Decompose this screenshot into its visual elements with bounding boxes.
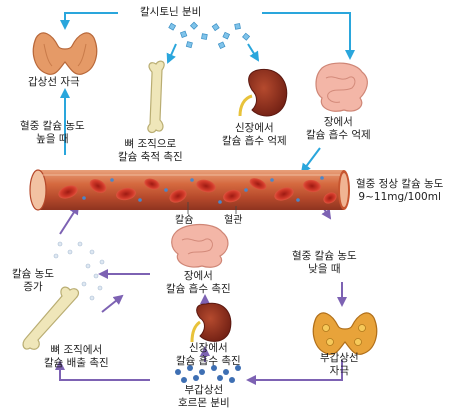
- intestine-icon-bottom: [171, 223, 229, 268]
- intestine-icon-top: [315, 62, 368, 112]
- low-calcium-label-line2: 낮을 때: [308, 263, 341, 275]
- intestine-inhibit-label-line1: 장에서: [323, 116, 353, 128]
- parathyroid-stimulation-label: 부갑상선 자극: [320, 352, 359, 378]
- normal-calcium-label: 혈중 정상 칼슘 농도 9~11mg/100ml: [356, 178, 443, 204]
- blood-vessel-pointer-label: 혈관: [224, 215, 243, 226]
- bone-icon-top: [147, 60, 165, 134]
- normal-calcium-label-line2: 9~11mg/100ml: [358, 191, 441, 203]
- calcium-increase-label: 칼슘 농도 증가: [12, 268, 54, 294]
- intestine-inhibit-label: 장에서 칼슘 흡수 억제: [306, 116, 371, 142]
- kidney-icon-bottom: [190, 302, 232, 343]
- bone-release-label-line1: 뼈 조직에서: [50, 344, 103, 356]
- arrow-bone-to-increase: [101, 294, 124, 313]
- parathyroid-stimulation-label-line1: 부갑상선: [320, 352, 359, 364]
- normal-calcium-label-line1: 혈중 정상 칼슘 농도: [356, 178, 444, 190]
- calcium-ions-in-vessel: [82, 176, 324, 204]
- intestine-inhibit-label-line2: 칼슘 흡수 억제: [306, 129, 371, 141]
- calcium-pointer-label: 칼슘: [175, 215, 194, 226]
- calcitonin-particles: [168, 21, 251, 50]
- blood-cells: [58, 178, 337, 204]
- low-calcium-pathway-arrows: [55, 199, 347, 385]
- calcium-increase-label-line2: 증가: [23, 281, 43, 293]
- bone-release-label: 뼈 조직에서 칼슘 배출 촉진: [44, 344, 109, 370]
- arrow-increase-to-vessel: [59, 204, 80, 235]
- pth-secretion-label-line1: 부갑상선: [184, 384, 224, 396]
- bone-storage-label-line1: 뼈 조직으로: [124, 138, 177, 150]
- intestine-promote-label-line2: 칼슘 흡수 촉진: [166, 283, 231, 295]
- bone-storage-label: 뼈 조직으로 칼슘 축적 촉진: [118, 138, 183, 164]
- high-calcium-pathway-arrows: [60, 12, 355, 174]
- high-calcium-label-line2: 높을 때: [36, 133, 69, 145]
- parathyroid-hormone-particles: [175, 365, 241, 383]
- arrow-pth-to-bone: [55, 360, 150, 381]
- pth-secretion-label: 부갑상선 호르몬 분비: [178, 384, 230, 410]
- low-calcium-label-line1: 혈중 칼슘 농도: [292, 250, 357, 262]
- arrow-to-bone: [166, 43, 177, 64]
- kidney-inhibit-label-line1: 신장에서: [235, 122, 274, 134]
- arrow-to-thyroid: [60, 12, 118, 30]
- bone-release-label-line2: 칼슘 배출 촉진: [44, 357, 109, 369]
- bone-icon-bottom: [22, 286, 80, 350]
- calcitonin-secretion-label: 칼시토닌 분비: [140, 6, 202, 18]
- low-calcium-label: 혈중 칼슘 농도 낮을 때: [292, 250, 357, 276]
- parathyroid-gland-icon: [312, 312, 378, 355]
- thyroid-gland-icon: [32, 32, 98, 75]
- kidney-icon-top: [238, 68, 288, 117]
- bone-storage-label-line2: 칼슘 축적 촉진: [118, 151, 183, 163]
- arrow-parathyroid-to-pth: [246, 360, 343, 385]
- vessel-pointer-lines: [187, 202, 237, 214]
- high-calcium-label: 혈중 칼슘 농도 높을 때: [20, 120, 85, 146]
- kidney-promote-label: 신장에서 칼슘 흡수 촉진: [176, 342, 241, 368]
- kidney-promote-label-line1: 신장에서: [189, 342, 228, 354]
- blood-vessel: [29, 169, 350, 211]
- kidney-inhibit-label: 신장에서 칼슘 흡수 억제: [222, 122, 287, 148]
- thyroid-stimulation-label: 갑상선 자극: [28, 76, 80, 88]
- pth-secretion-label-line2: 호르몬 분비: [178, 397, 230, 409]
- high-calcium-label-line1: 혈중 칼슘 농도: [20, 120, 85, 132]
- calcium-increase-label-line1: 칼슘 농도: [12, 268, 54, 280]
- arrow-intestine-to-vessel: [300, 147, 321, 174]
- kidney-inhibit-label-line2: 칼슘 흡수 억제: [222, 135, 287, 147]
- arrow-to-intestine: [262, 12, 355, 60]
- parathyroid-stimulation-label-line2: 자극: [329, 365, 349, 377]
- intestine-promote-label: 장에서 칼슘 흡수 촉진: [166, 270, 231, 296]
- kidney-promote-label-line2: 칼슘 흡수 촉진: [176, 355, 241, 367]
- arrow-to-kidney: [247, 43, 260, 62]
- intestine-promote-label-line1: 장에서: [183, 270, 213, 282]
